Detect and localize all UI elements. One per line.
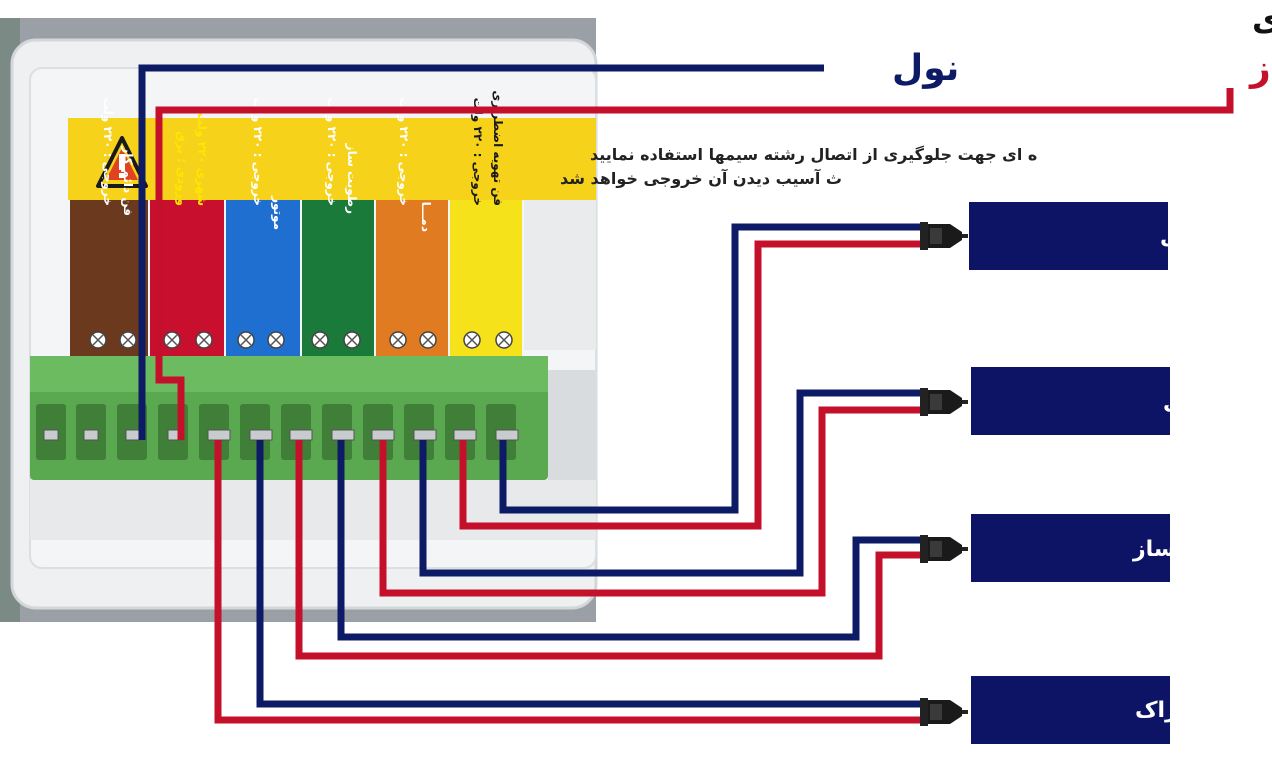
fan-phase-wire bbox=[459, 240, 922, 530]
strip-label-6a: خروجی : ۲۲۰ ولت bbox=[470, 98, 485, 206]
strip-label-1a: خروجی : ۲۲۰ ولت bbox=[100, 98, 115, 206]
output-heating: سیستم گرمایشی bbox=[971, 367, 1272, 435]
plug-icon bbox=[920, 222, 968, 250]
strip-5: خروجی : ۲۲۰ ولت دمـــا bbox=[376, 98, 448, 356]
output-emergency-fan: فن تهویه اضطراری bbox=[969, 202, 1272, 270]
phase-label: فاز bbox=[1248, 48, 1272, 89]
motor-neutral-wire bbox=[256, 440, 922, 708]
warning-text-line1: ه ای جهت جلوگیری از اتصال رشته سیمها است… bbox=[590, 145, 1037, 164]
motor-phase-wire bbox=[214, 440, 922, 724]
strip-label-2a: ورودی : برق bbox=[174, 131, 189, 206]
plug-icon bbox=[920, 388, 968, 416]
strip-label-5a: خروجی : ۲۲۰ ولت bbox=[396, 98, 411, 206]
output-humidifier: رطوبت ساز bbox=[971, 514, 1262, 582]
strip-label-2b: شهری ۲۲۰ ولت bbox=[194, 113, 209, 206]
strip-label-4b: رطوبت ساز bbox=[344, 143, 359, 214]
humidifier-phase-wire bbox=[295, 440, 922, 660]
strip-6: خروجی : ۲۲۰ ولت فن تهویه اضطراری bbox=[450, 90, 522, 356]
strip-label-3b: موتور bbox=[270, 195, 285, 230]
output-label-4: موتور راک bbox=[1135, 698, 1248, 723]
fan-neutral-wire bbox=[499, 223, 922, 514]
strip-label-1b: فن دائم کار bbox=[121, 145, 135, 216]
neutral-label: نول bbox=[892, 48, 959, 89]
strip-label-6b: فن تهویه اضطراری bbox=[490, 90, 505, 206]
heating-neutral-wire bbox=[419, 389, 922, 577]
warning-text-line2: ث آسیب دیدن آن خروجی خواهد شد bbox=[560, 168, 842, 188]
strip-3: خروجی : ۲۲۰ ولت موتور bbox=[226, 98, 300, 356]
input-phase-wire bbox=[155, 88, 1234, 440]
plug-icon bbox=[920, 535, 968, 563]
strip-label-5b: دمـــا bbox=[419, 202, 433, 232]
wires bbox=[138, 64, 1234, 724]
output-label-1: فن تهویه اضطراری bbox=[1160, 225, 1272, 250]
input-neutral-wire bbox=[138, 64, 824, 440]
header-title: ورودی برق ۲۲۰ ولت شهری bbox=[1252, 0, 1272, 38]
terminal-screws bbox=[43, 429, 519, 441]
strip-4: خروجی : ۲۲۰ ولت رطوبت ساز bbox=[302, 98, 374, 356]
output-label-3: رطوبت ساز bbox=[1132, 537, 1262, 562]
plug-icon bbox=[920, 698, 968, 726]
output-label-2: سیستم گرمایشی bbox=[1163, 388, 1272, 415]
output-rack-motor: موتور راک bbox=[971, 676, 1248, 744]
strip-1: خروجی : ۲۲۰ ولت فن دائم کار bbox=[70, 98, 148, 356]
warning-triangle-icon bbox=[96, 136, 148, 188]
strip-label-3a: خروجی : ۲۲۰ ولت bbox=[250, 98, 265, 206]
humidifier-neutral-wire bbox=[337, 440, 922, 641]
heating-phase-wire bbox=[379, 406, 922, 597]
strip-label-4a: خروجی : ۲۲۰ ولت bbox=[324, 98, 339, 206]
